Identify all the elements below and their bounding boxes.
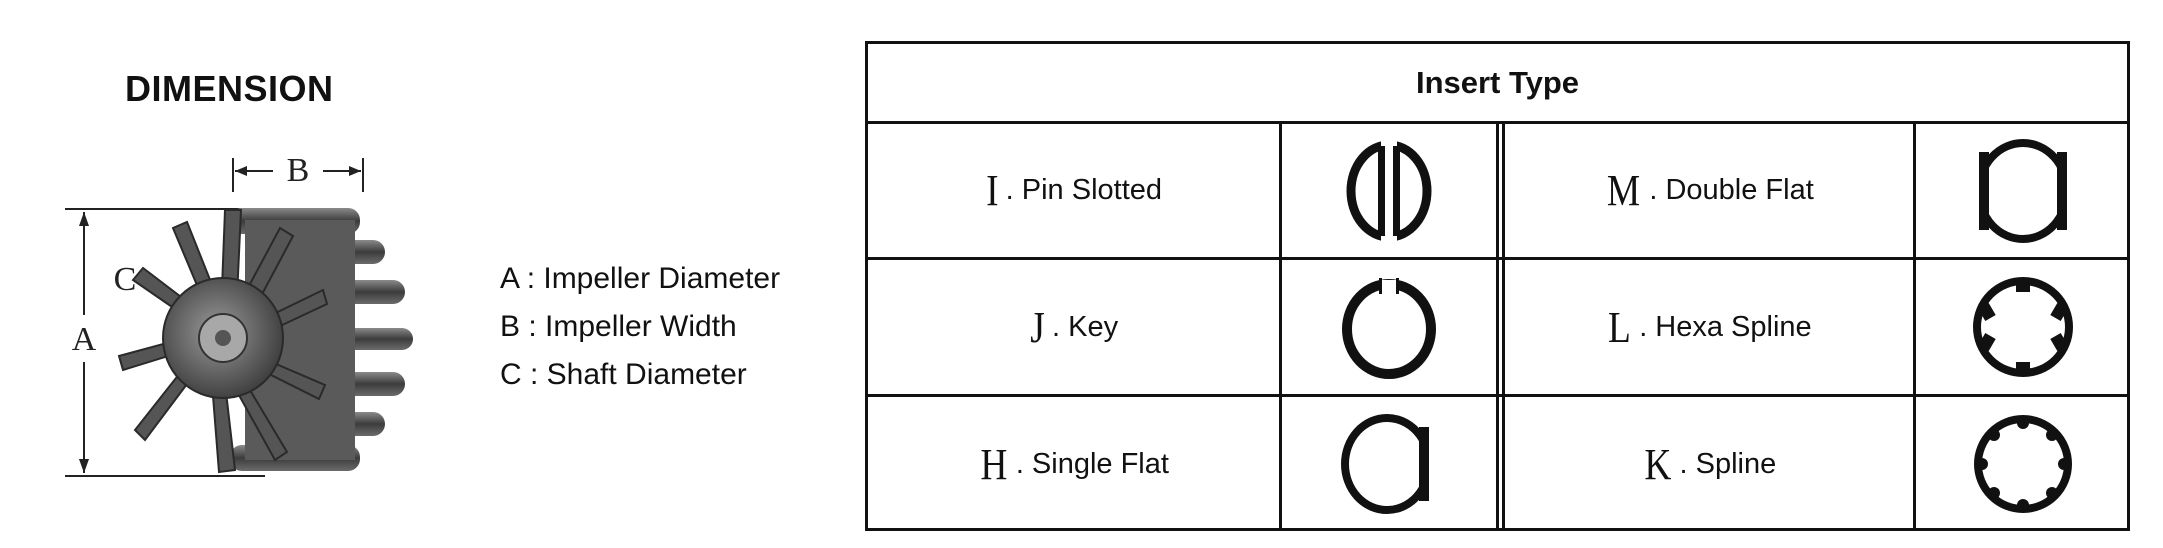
legend-item-a: A : Impeller Diameter — [500, 262, 781, 295]
insert-letter: L — [1608, 302, 1632, 352]
dimension-arrows — [79, 166, 361, 473]
table-row: I . Pin Slotted — [868, 124, 1279, 257]
insert-letter: H — [980, 439, 1008, 489]
dimension-label-a: A — [72, 321, 97, 358]
pin-slotted-icon — [1346, 135, 1432, 246]
insert-name: . Pin Slotted — [1005, 174, 1163, 206]
insert-name: . Spline — [1679, 447, 1777, 480]
insert-name: . Double Flat — [1649, 174, 1814, 206]
insert-letter: K — [1644, 439, 1672, 489]
impeller-diagram: B A C — [65, 152, 413, 477]
legend-item-b: B : Impeller Width — [500, 310, 737, 343]
legend-item-c: C : Shaft Diameter — [500, 358, 747, 391]
table-header: Insert Type — [868, 44, 2127, 124]
insert-type-table: Insert Type I . Pin Slotted M . Double F… — [865, 41, 2130, 531]
dimension-label-c: C — [114, 261, 137, 298]
dimension-label-b: B — [287, 152, 310, 189]
insert-name: . Hexa Spline — [1639, 310, 1812, 343]
dimension-legend: A : Impeller Diameter B : Impeller Width… — [500, 255, 780, 399]
insert-letter: I — [986, 166, 999, 215]
spline-icon — [1974, 415, 2072, 513]
insert-name: . Key — [1052, 310, 1119, 343]
single-flat-icon — [1341, 414, 1429, 514]
dimension-title: DIMENSION — [125, 68, 334, 109]
key-icon — [1342, 278, 1436, 379]
table-row: H . Single Flat — [868, 397, 1279, 531]
double-flat-icon — [1979, 138, 2067, 243]
insert-letter: M — [1607, 166, 1641, 215]
insert-letter: J — [1030, 302, 1045, 352]
hexa-spline-icon — [1973, 277, 2073, 377]
insert-name: . Single Flat — [1015, 447, 1169, 480]
table-row: J . Key — [868, 260, 1279, 394]
